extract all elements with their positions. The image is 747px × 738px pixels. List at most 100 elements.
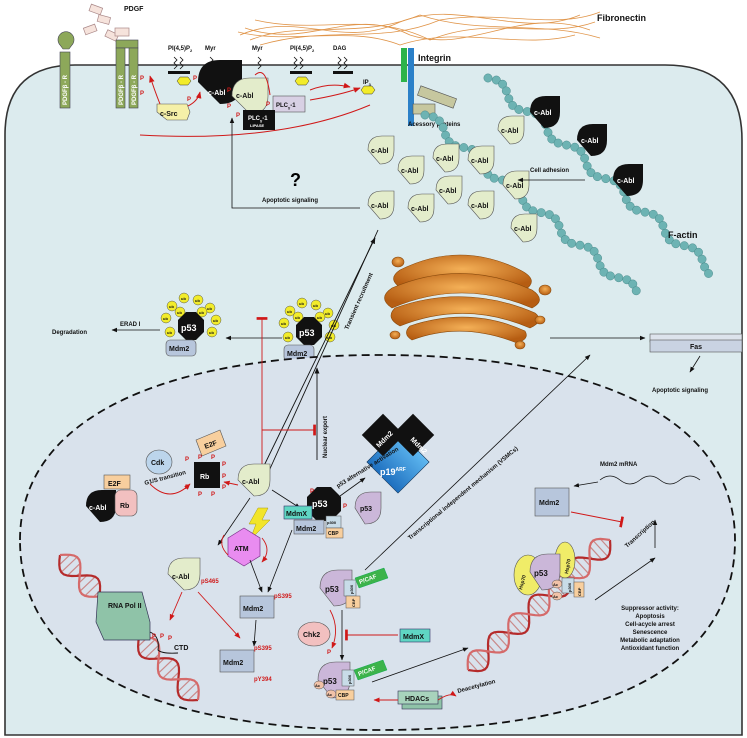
svg-text:P: P [310, 489, 314, 495]
c-abl-cytoplasmic: c-Abl [467, 145, 495, 175]
dna-base-pair [599, 538, 611, 551]
svg-text:c-Abl: c-Abl [236, 93, 254, 100]
svg-text:p53: p53 [181, 323, 197, 333]
svg-text:P: P [343, 504, 347, 510]
svg-text:CBP: CBP [577, 587, 582, 596]
actin-monomer [658, 221, 668, 230]
actin-monomer [570, 142, 580, 152]
dag-label: DAG [333, 46, 347, 52]
svg-text:Mdm2: Mdm2 [223, 660, 243, 667]
actin-monomer [605, 271, 615, 281]
actin-monomer [438, 123, 448, 132]
cdk: Cdk [145, 449, 173, 475]
svg-text:c-Abl: c-Abl [436, 156, 454, 163]
c-abl-cytoplasmic: c-Abl [397, 155, 425, 185]
pip2-label-1: PI(4,5)P2 [168, 46, 193, 53]
actin-monomer [420, 110, 430, 120]
mdm2-mrna-label: Mdm2 mRNA [600, 462, 638, 468]
mdmx-lower: MdmX [399, 628, 431, 643]
c-abl-nuclear-central: c-Abl [237, 463, 271, 497]
actin-monomer [586, 168, 596, 178]
myr-label-1: Myr [205, 46, 216, 52]
chk2-p: P [327, 650, 331, 656]
question-mark: ? [290, 170, 301, 190]
svg-text:Rb: Rb [120, 503, 129, 510]
svg-text:Senescence: Senescence [633, 630, 668, 636]
svg-text:P/CAF: P/CAF [359, 574, 378, 586]
fibronectin-label: Fibronectin [597, 13, 646, 23]
actin-monomer [704, 269, 713, 278]
svg-text:p19ARF: p19ARF [380, 467, 406, 477]
svg-text:Hsp70: Hsp70 [564, 558, 573, 574]
dna-base-pair [469, 652, 486, 670]
ubiquitin-icon: ub [166, 300, 178, 312]
pdgf-receptor-2: PDGFβ - R PDGFβ - R P P [115, 39, 144, 109]
svg-text:ub: ub [163, 316, 168, 321]
svg-text:ub: ub [209, 330, 214, 335]
actin-monomer [614, 273, 624, 283]
c-src: c-Src P [156, 97, 191, 121]
golgi-apparatus [384, 254, 552, 350]
pdgfr-label-3: PDGFβ - R [132, 74, 138, 105]
svg-text:Mdm2: Mdm2 [243, 606, 263, 613]
nuclear-envelope [19, 354, 736, 731]
svg-text:P: P [211, 455, 215, 461]
svg-text:p300: p300 [567, 582, 572, 592]
svg-text:p300: p300 [347, 674, 352, 684]
hdacs: HDACs [397, 690, 443, 710]
rna-pol-ii: RNA Pol II RNA Pol II CTD P P P [95, 591, 188, 654]
pdgfr-label-2: PDGFβ - R [119, 74, 125, 105]
svg-text:pS395: pS395 [254, 646, 272, 652]
svg-text:P: P [168, 636, 172, 642]
svg-text:P: P [227, 88, 231, 94]
svg-text:CBP: CBP [328, 531, 339, 537]
svg-text:p53: p53 [312, 499, 328, 509]
svg-text:p53: p53 [534, 569, 548, 578]
atm: ATM [227, 527, 261, 567]
actin-monomer [543, 128, 553, 137]
svg-text:ub: ub [295, 315, 300, 320]
svg-text:Suppressor activity:: Suppressor activity: [621, 606, 679, 612]
c-abl-cytoplasmic: c-Abl [467, 190, 495, 220]
mdm2-ps395: Mdm2 pS395 [239, 594, 292, 619]
svg-text:P: P [236, 113, 240, 119]
dna-strand [467, 539, 612, 673]
svg-text:c-Abl: c-Abl [89, 505, 107, 512]
svg-text:Fas: Fas [690, 344, 702, 351]
pdgf-ligands [82, 3, 130, 42]
p53-dna-bound-complex: Hsp70 Hsp70 p53 Ac Ac p300 CBP [513, 541, 585, 601]
c-abl-cytoplasmic: c-Abl [367, 135, 395, 165]
svg-text:PLCγ-1: PLCγ-1 [248, 116, 268, 123]
svg-text:ub: ub [317, 315, 322, 320]
svg-text:c-Abl: c-Abl [471, 203, 489, 210]
svg-text:c-Abl: c-Abl [506, 183, 524, 190]
dna-strand [466, 537, 611, 671]
svg-text:Hsp70: Hsp70 [518, 574, 528, 590]
svg-text:P: P [185, 485, 189, 491]
ubiquitin-icon: ub [282, 331, 294, 343]
actin-monomer [671, 239, 681, 249]
actin-monomer [679, 241, 689, 251]
actin-monomer [640, 207, 650, 217]
svg-text:c-Abl: c-Abl [471, 158, 489, 165]
svg-text:P: P [198, 492, 202, 498]
svg-text:ATM: ATM [234, 546, 249, 553]
svg-text:Chk2: Chk2 [303, 632, 320, 639]
svg-text:P: P [193, 76, 197, 82]
svg-text:P: P [187, 97, 191, 103]
svg-text:Antioxidant function: Antioxidant function [621, 646, 680, 652]
dna-base-pair [512, 613, 528, 631]
svg-text:P: P [152, 634, 156, 640]
ip3-label: IP3 [363, 80, 372, 87]
dna-base-pair [589, 546, 603, 560]
actin-monomer [576, 147, 586, 156]
actin-monomer [580, 153, 589, 163]
dna-base-pair [487, 643, 496, 653]
svg-text:c-Abl: c-Abl [439, 188, 457, 195]
svg-text:c-Abl: c-Abl [242, 479, 260, 486]
svg-text:P: P [222, 474, 226, 480]
svg-text:P: P [227, 104, 231, 110]
ubiquitin-icon: ub [322, 307, 334, 319]
